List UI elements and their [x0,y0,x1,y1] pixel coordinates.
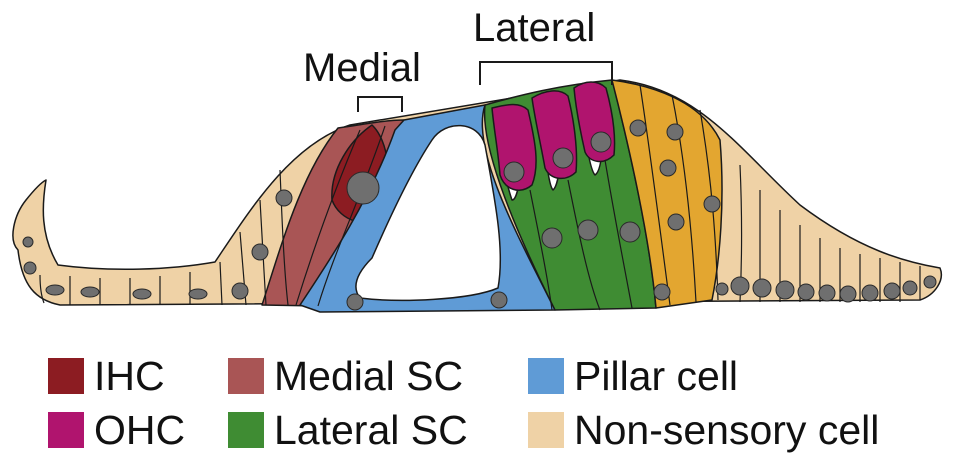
medial-bracket [358,97,402,112]
legend: IHC Medial SC Pillar cell OHC Lateral SC… [0,345,955,465]
legend-label: Medial SC [274,356,463,397]
legend-item-ohc: OHC [48,405,185,455]
nucleus [840,286,856,302]
nucleus [504,162,524,182]
nucleus [578,220,598,240]
nucleus [276,190,292,206]
nucleus [591,132,611,152]
legend-item-lateral-sc: Lateral SC [228,405,468,455]
nucleus [667,124,683,140]
nucleus [553,148,573,168]
nucleus [133,289,151,299]
nucleus [903,281,917,295]
medial-label: Medial [303,48,421,88]
nucleus [924,276,936,288]
legend-item-ihc: IHC [48,351,165,401]
nucleus [654,284,670,300]
nucleus [716,283,728,295]
nucleus [81,287,99,297]
nucleus [776,281,794,299]
legend-item-nonsensory: Non-sensory cell [528,405,879,455]
nucleus [232,283,248,299]
legend-label: OHC [94,410,185,451]
nucleus [884,283,900,299]
legend-swatch [528,412,564,448]
nucleus [46,285,64,295]
legend-label: Non-sensory cell [574,410,879,451]
nucleus [819,285,835,301]
legend-swatch [48,412,84,448]
nucleus [753,279,771,297]
nucleus [252,244,268,260]
nucleus [347,294,363,310]
legend-label: IHC [94,356,165,397]
nucleus [23,237,33,247]
nucleus [660,160,676,176]
nucleus [731,277,749,295]
legend-swatch [228,412,264,448]
nucleus [798,284,814,300]
legend-label: Pillar cell [574,356,738,397]
nucleus [668,214,684,230]
legend-swatch [48,358,84,394]
nucleus [24,262,36,274]
legend-label: Lateral SC [274,410,468,451]
nucleus [862,285,878,301]
nucleus [347,172,379,204]
legend-item-medial-sc: Medial SC [228,351,463,401]
nucleus [704,196,720,212]
nucleus [620,222,640,242]
lateral-label: Lateral [473,8,595,48]
nucleus [189,289,207,299]
nucleus [630,120,646,136]
legend-swatch [528,358,564,394]
cochlear-epithelium-diagram [0,0,955,340]
legend-item-pillar: Pillar cell [528,351,738,401]
nucleus [491,292,507,308]
nucleus [542,228,562,248]
legend-swatch [228,358,264,394]
